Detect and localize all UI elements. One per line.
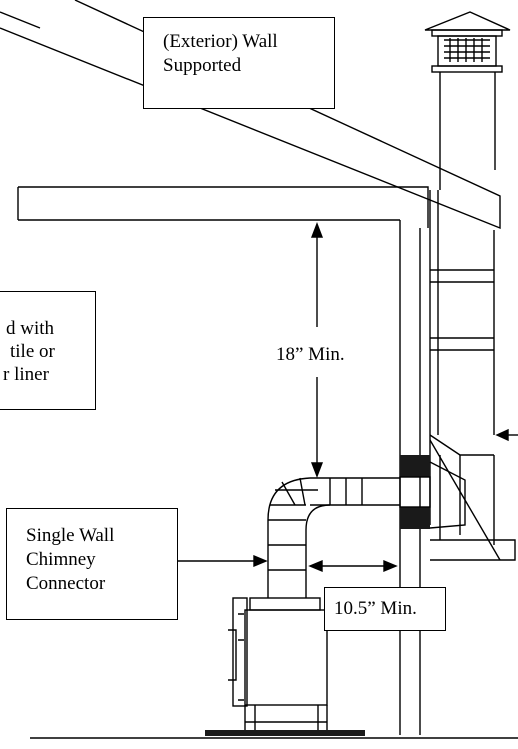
lined-with-label-line2: tile or [10, 341, 55, 362]
wall-supported-label-line1: (Exterior) Wall [163, 31, 278, 52]
connector-label-line1: Single Wall [26, 525, 115, 546]
tee-and-wall-bracket [429, 434, 516, 561]
clearance-10-5-box [324, 587, 446, 631]
lined-with-label-line3: r liner [3, 364, 49, 385]
wall-supported-label-line2: Supported [163, 55, 242, 76]
wall-thimble [399, 455, 466, 529]
connector-pointer-arrow [178, 554, 268, 568]
exterior-chimney-pipe [429, 72, 496, 435]
connector-box [6, 508, 178, 620]
clearance-10-5-label: 10.5” Min. [334, 598, 417, 619]
clearance-arrow-18 [310, 222, 324, 478]
wood-stove [228, 597, 328, 730]
clearance-arrow-10-5 [308, 559, 398, 573]
connector-label-line3: Connector [26, 573, 106, 594]
wall-supported-box [143, 17, 335, 109]
chimney-cap [424, 11, 511, 73]
lined-with-box [0, 291, 96, 410]
hearth-pad [205, 730, 365, 736]
clearance-18-label: 18” Min. [274, 343, 347, 367]
single-wall-connector-pipe [267, 477, 400, 598]
connector-label-line2: Chimney [26, 549, 96, 570]
ceiling-joist [17, 186, 429, 228]
right-pointer-arrow [495, 428, 518, 442]
lined-with-label-line1: d with [6, 318, 55, 339]
